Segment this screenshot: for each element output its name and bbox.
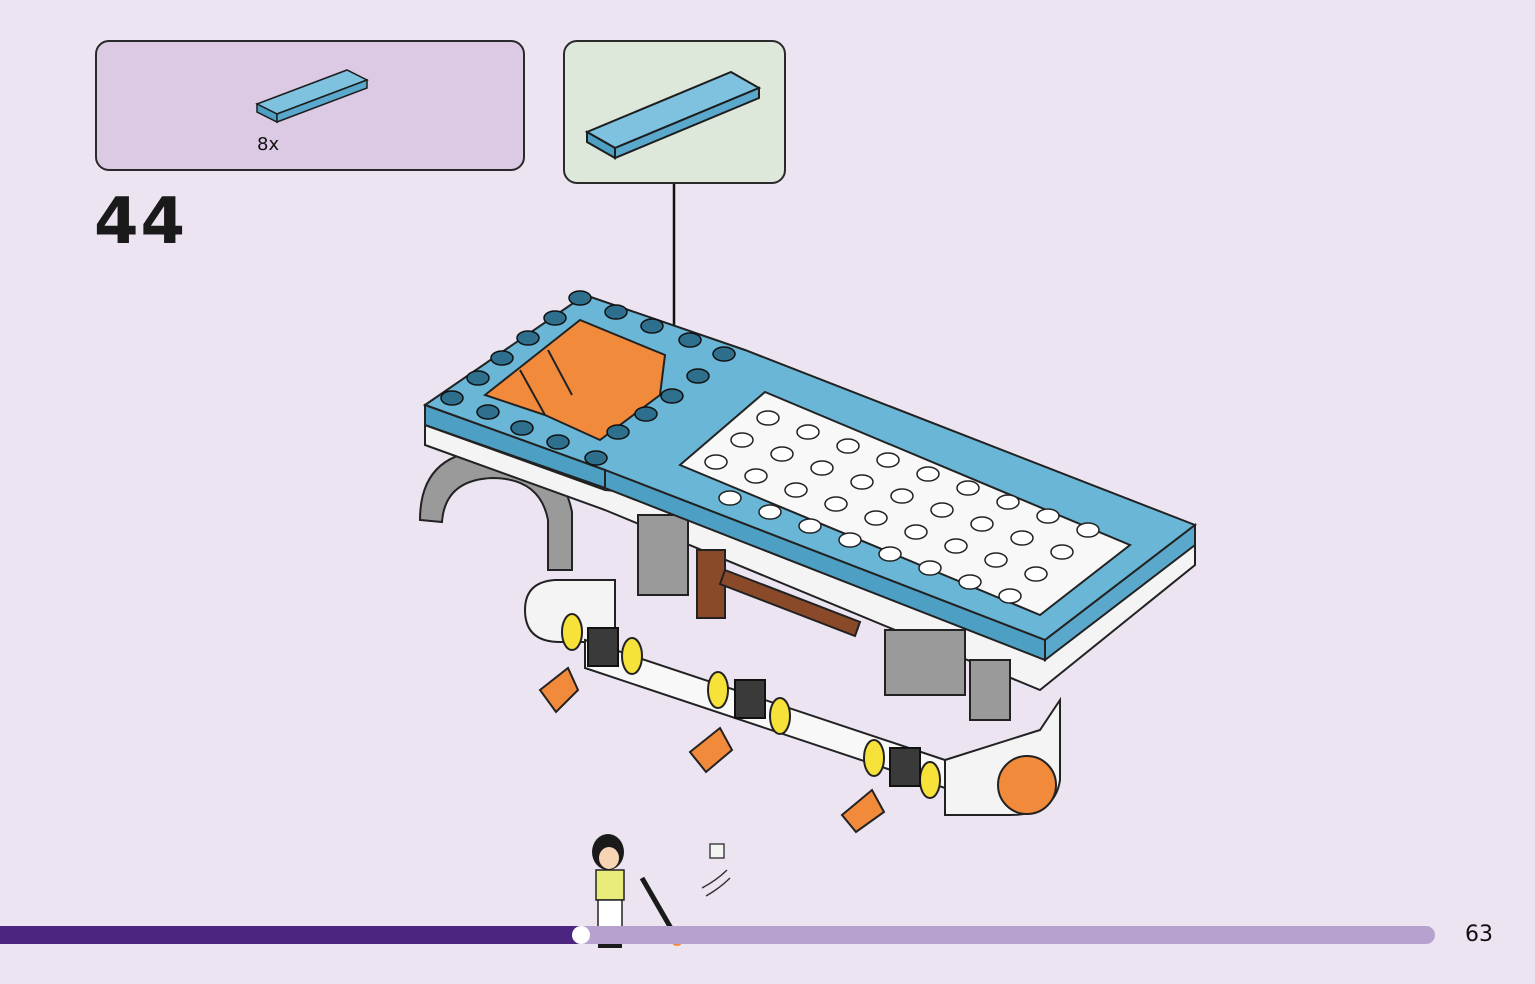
part-count: 8x xyxy=(257,134,280,155)
progress-knob xyxy=(572,926,590,944)
grey-support xyxy=(884,629,966,696)
orange-ball xyxy=(997,755,1057,815)
progress-fill xyxy=(0,926,581,944)
blue-base-side xyxy=(1044,522,1196,663)
parts-callout: 8x xyxy=(95,40,525,171)
grey-support xyxy=(637,514,689,596)
page-number: 63 xyxy=(1465,922,1493,947)
grey-support xyxy=(969,659,1011,721)
orange-clips xyxy=(538,666,886,834)
yellow-rings xyxy=(561,613,941,799)
dark-connectors xyxy=(587,627,921,787)
white-studs xyxy=(704,410,1100,604)
flat-tile-icon xyxy=(584,70,762,160)
blue-studs xyxy=(440,290,736,466)
subassembly-callout xyxy=(563,40,786,184)
flat-tile-icon xyxy=(255,69,369,124)
step-number: 44 xyxy=(94,185,188,259)
brown-rod xyxy=(718,568,862,638)
white-beam xyxy=(523,579,616,643)
